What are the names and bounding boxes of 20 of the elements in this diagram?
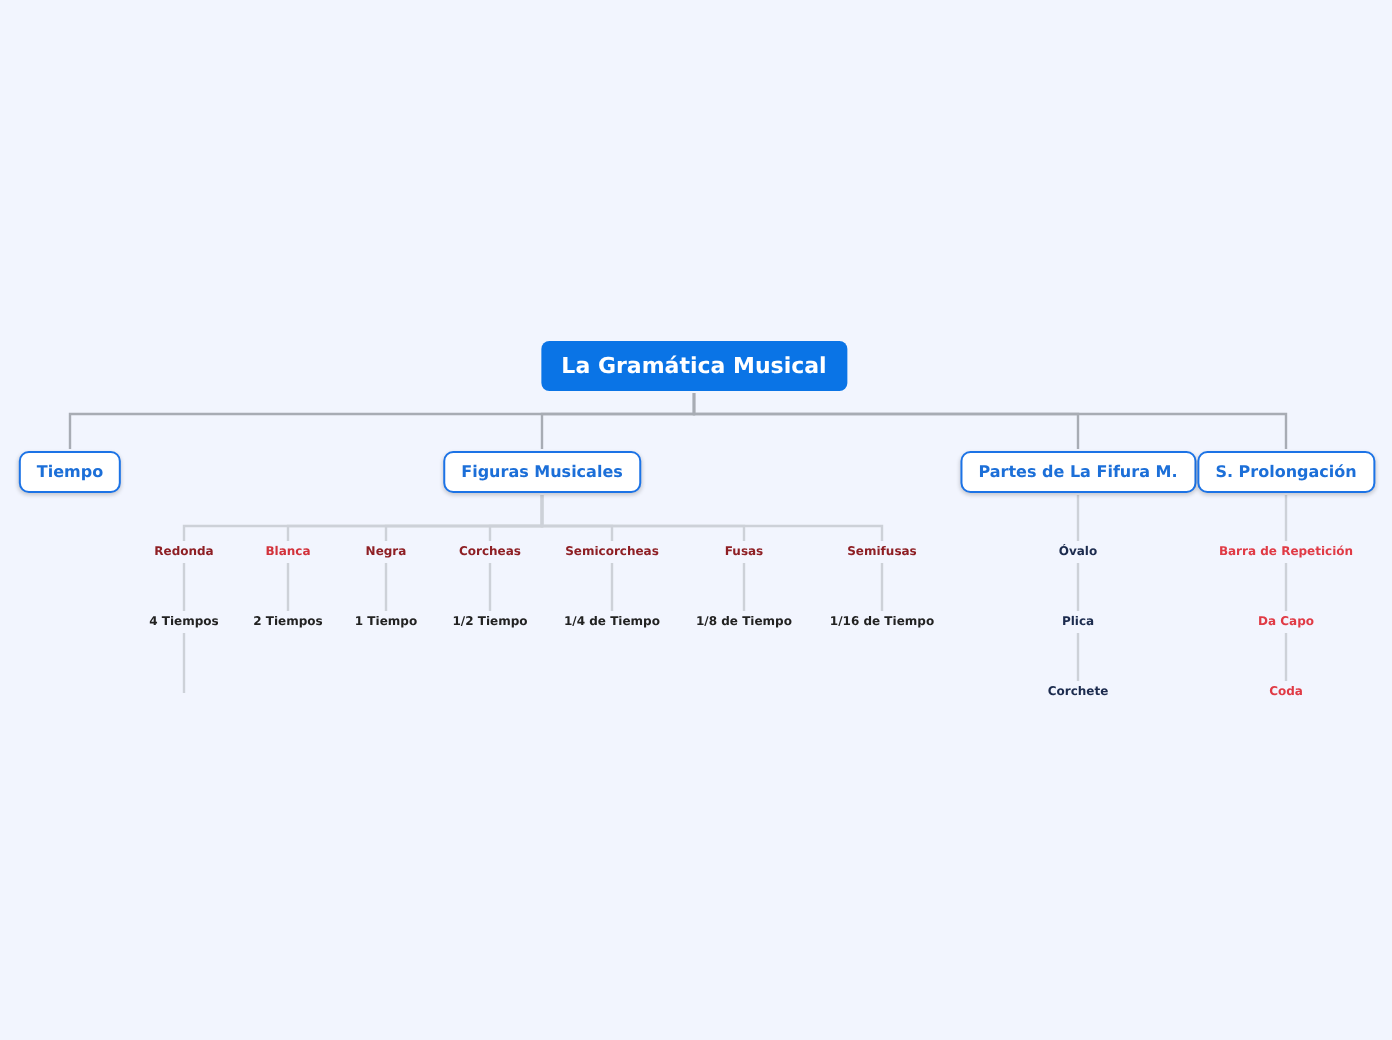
connector-line — [742, 563, 746, 611]
connector-line — [1076, 563, 1080, 611]
main-topic-box: Tiempo — [18, 451, 122, 493]
connector-line — [610, 563, 614, 611]
main-topic-box: S. Prolongación — [1197, 451, 1375, 493]
connector-line — [1284, 633, 1288, 681]
connector-line — [182, 563, 186, 611]
connector-line — [384, 563, 388, 611]
connector-line — [182, 633, 186, 693]
connector-line — [1076, 495, 1080, 541]
connector-line — [488, 563, 492, 611]
connector-line — [1284, 495, 1288, 541]
connector-line — [286, 563, 290, 611]
main-topic-box: Partes de La Fifura M. — [960, 451, 1196, 493]
connector-line — [880, 563, 884, 611]
central-topic: La Gramática Musical — [541, 341, 847, 391]
connector-line — [1076, 633, 1080, 681]
connector-line — [692, 393, 1288, 449]
main-topic-box: Figuras Musicales — [443, 451, 641, 493]
connector-line — [1284, 563, 1288, 611]
